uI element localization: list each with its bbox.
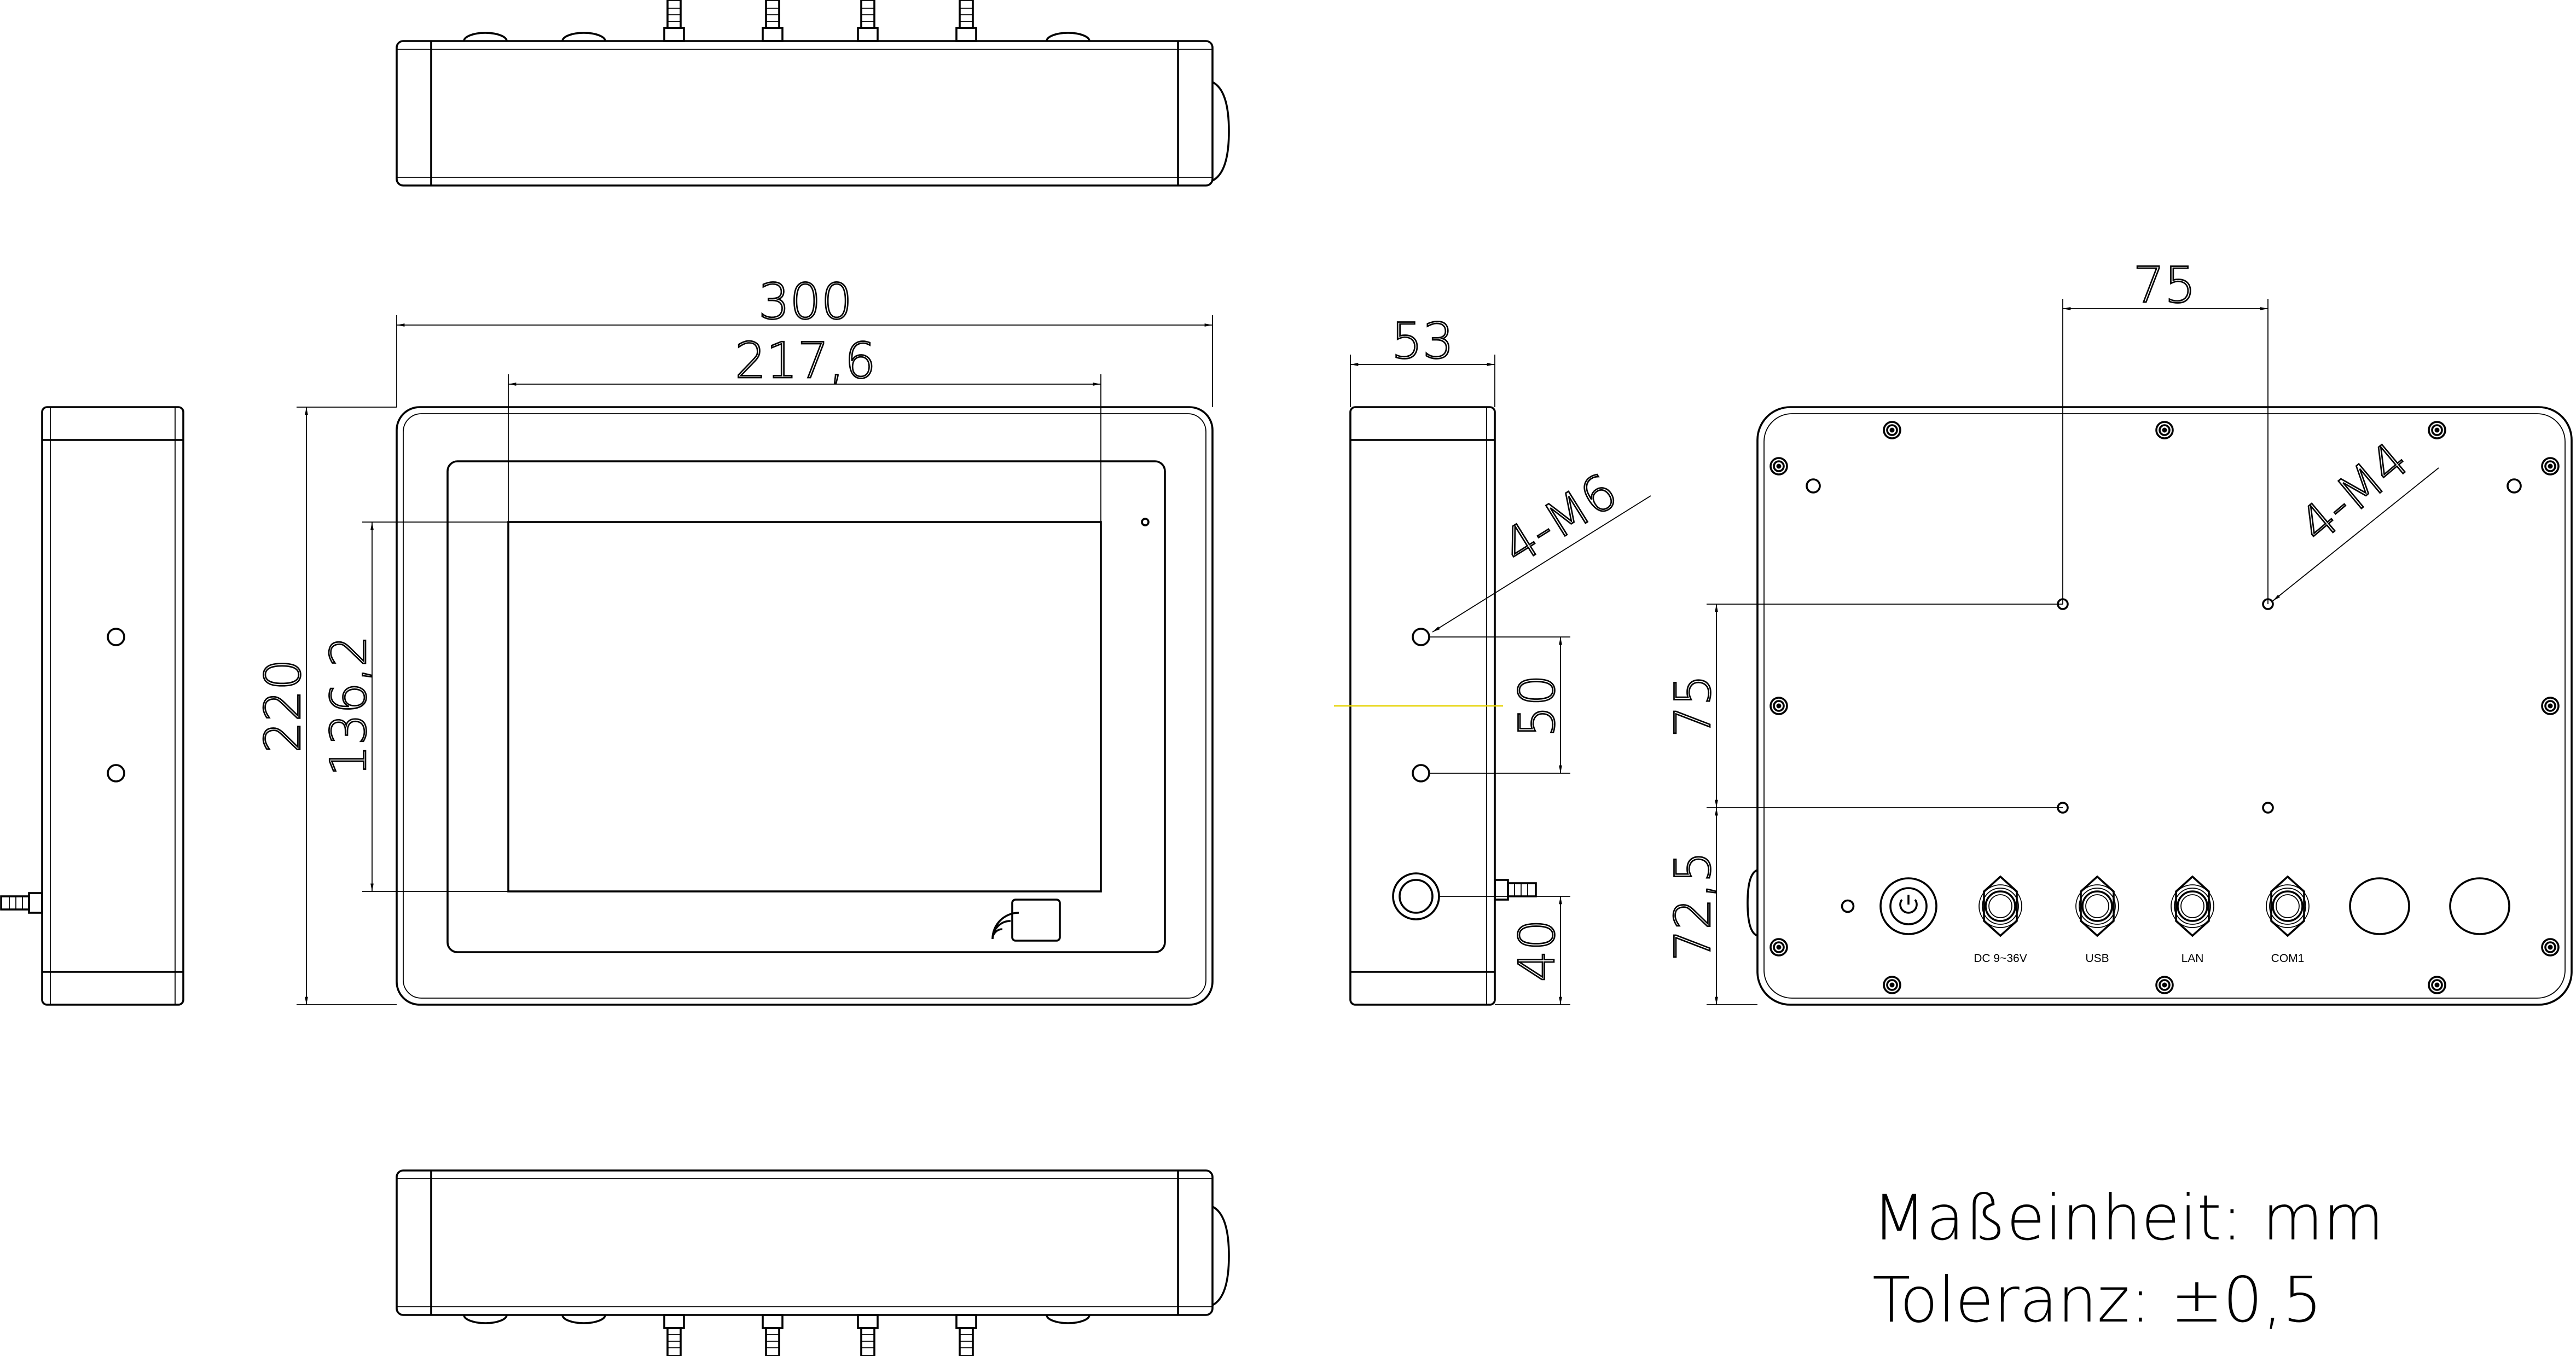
thread-m6-label: 4-M6 [1493,462,1627,576]
dim-vesa-v: 75 [1664,675,1722,738]
nfc-icon [991,899,1061,942]
dim-width: 300 [758,273,852,331]
connector-label-lan: LAN [2182,952,2204,965]
right-side-view: 53 50 40 4-M6 [1334,312,1651,1006]
power-button-icon [1879,877,1937,935]
dim-vesa-bottom: 72,5 [1664,851,1722,961]
dim-screen-width: 217,6 [735,332,876,390]
dim-height: 220 [254,659,312,753]
front-view: 300 217,6 220 136,2 [254,273,1214,1006]
dim-screen-height: 136,2 [320,635,378,776]
dim-vesa-h: 75 [2133,257,2196,314]
unit-note: Maßeinheit: mm [1872,1181,2384,1254]
dim-depth: 53 [1391,312,1454,370]
tolerance-note: Toleranz: ±0,5 [1872,1264,2322,1336]
connector-label-usb: USB [2085,952,2109,965]
connector-label-dc: DC 9~36V [1974,952,2027,965]
left-side-view [0,406,184,1006]
dim-side-holes: 50 [1509,675,1566,738]
dim-button-offset: 40 [1509,919,1566,982]
connector-label-com1: COM1 [2271,952,2305,965]
rear-view: DC 9~36V USB LAN COM1 75 75 72,5 4-M4 [1664,256,2573,1006]
top-view [396,0,1230,187]
bottom-view [396,1169,1230,1356]
